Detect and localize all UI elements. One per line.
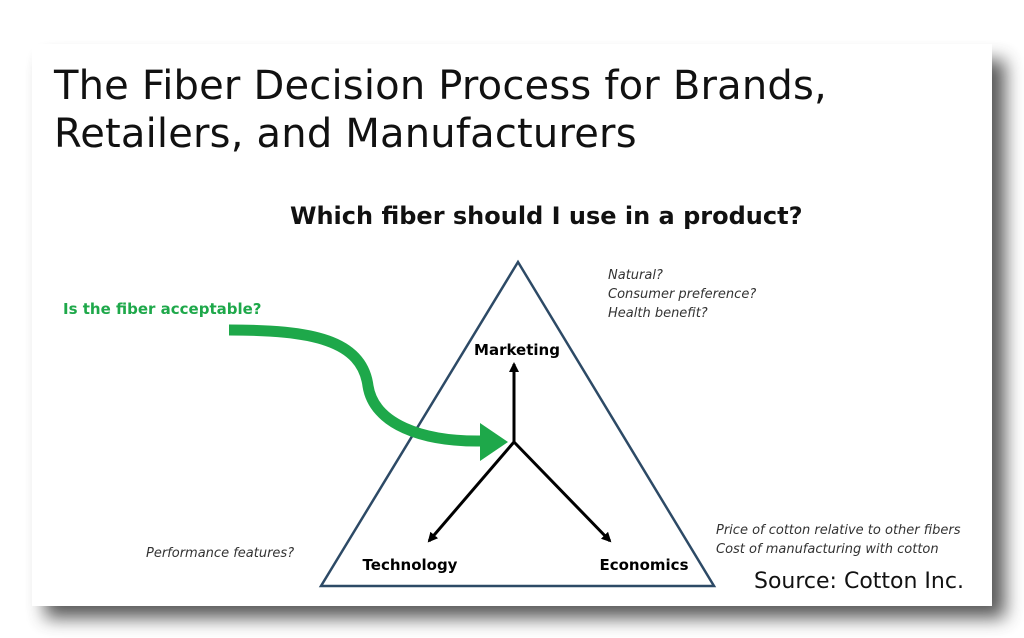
arrow-to-technology bbox=[427, 441, 516, 543]
vertex-label-technology: Technology bbox=[363, 556, 458, 574]
decision-triangle bbox=[318, 259, 717, 588]
callout-arrow-head bbox=[480, 423, 508, 461]
economics-note: Cost of manufacturing with cotton bbox=[716, 542, 939, 557]
marketing-note: Natural? bbox=[608, 268, 663, 283]
title-line-2: Retailers, and Manufacturers bbox=[54, 111, 637, 157]
callout-label: Is the fiber acceptable? bbox=[63, 300, 262, 318]
technology-note: Performance features? bbox=[146, 546, 295, 561]
marketing-note: Health benefit? bbox=[608, 306, 708, 321]
fiber-decision-diagram: Marketing Technology Economics bbox=[228, 259, 717, 588]
title-line-1: The Fiber Decision Process for Brands, bbox=[54, 63, 827, 109]
vertex-label-economics: Economics bbox=[599, 556, 688, 574]
marketing-note: Consumer preference? bbox=[608, 287, 757, 302]
marketing-notes: Natural? Consumer preference? Health ben… bbox=[608, 266, 756, 323]
vertex-label-marketing: Marketing bbox=[474, 341, 560, 359]
technology-notes: Performance features? bbox=[146, 544, 294, 563]
economics-notes: Price of cotton relative to other fibers… bbox=[716, 521, 961, 559]
slide-title: The Fiber Decision Process for Brands, R… bbox=[54, 62, 954, 158]
slide: The Fiber Decision Process for Brands, R… bbox=[32, 44, 992, 606]
arrow-to-economics bbox=[512, 440, 612, 543]
source-credit: Source: Cotton Inc. bbox=[754, 569, 964, 594]
diagram-question: Which fiber should I use in a product? bbox=[290, 202, 803, 230]
economics-note: Price of cotton relative to other fibers bbox=[716, 523, 961, 538]
callout-arrow bbox=[228, 324, 483, 447]
